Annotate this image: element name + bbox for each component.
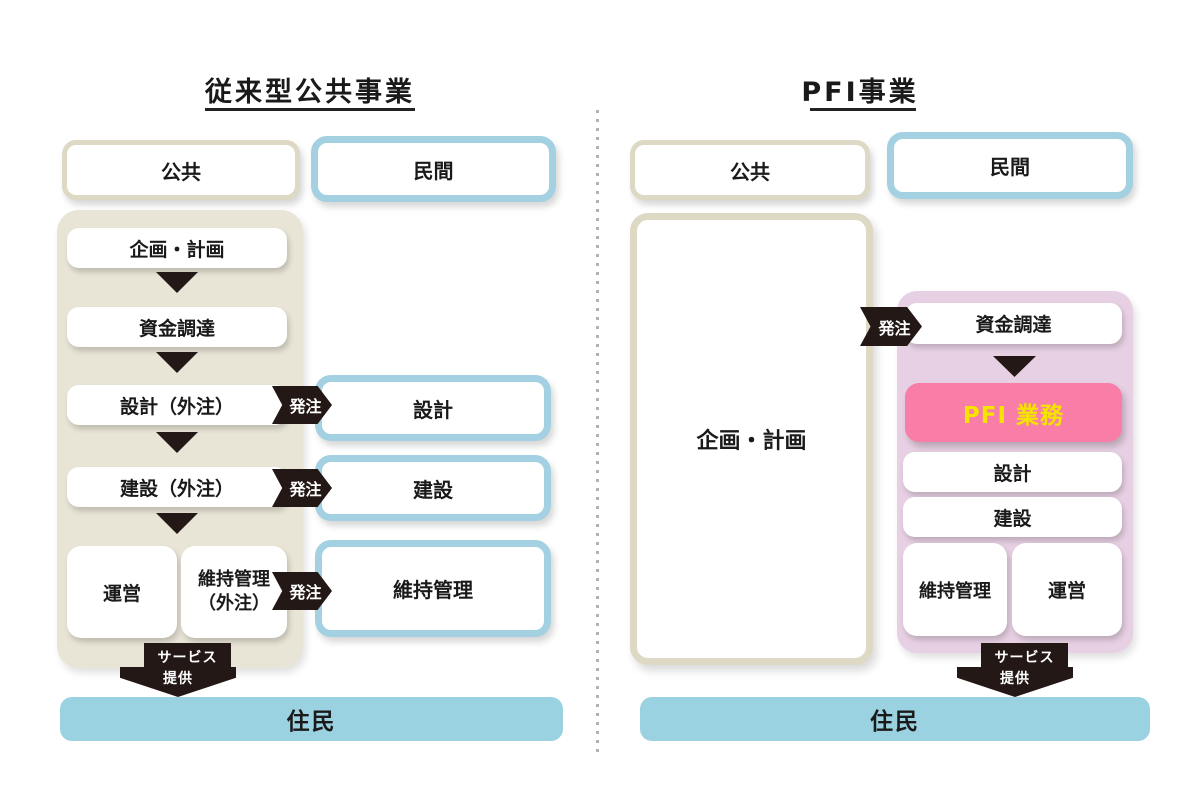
left-flow-construction: 建設（外注） (67, 467, 287, 507)
right-private-header: 民間 (887, 132, 1133, 199)
left-private-maintenance-label: 維持管理 (393, 578, 473, 602)
order-arrow-label: 発注 (878, 318, 911, 338)
service-banner: サービス (981, 643, 1068, 670)
left-private-construction-label: 建設 (413, 477, 453, 502)
right-public-header: 公共 (630, 140, 870, 200)
left-maintenance-box: 維持管理 （外注） (181, 546, 287, 638)
service-label-line1: サービス (994, 649, 1055, 666)
left-private-header: 民間 (311, 136, 556, 202)
left-residents-bar: 住民 (60, 697, 563, 741)
left-title: 従来型公共事業 (205, 77, 415, 108)
left-flow-planning: 企画・計画 (67, 228, 287, 268)
center-dotted-divider (596, 110, 599, 755)
left-title-underline (205, 108, 415, 111)
left-public-header: 公共 (62, 140, 300, 200)
right-maintenance-box: 維持管理 (903, 543, 1007, 636)
left-public-header-label: 公共 (161, 159, 201, 184)
right-public-header-label: 公共 (730, 159, 770, 184)
right-construction-label: 建設 (993, 507, 1032, 530)
left-operation-box: 運営 (67, 546, 177, 638)
right-construction-box: 建設 (903, 497, 1122, 537)
left-maintenance-label-line1: 維持管理 (198, 568, 270, 590)
order-arrow-label: 発注 (289, 583, 322, 602)
right-title: PFI事業 (801, 77, 919, 108)
left-flow-design: 設計（外注） (67, 385, 287, 425)
right-funding-label: 資金調達 (975, 314, 1052, 336)
right-design-label: 設計 (993, 462, 1032, 485)
left-flow-funding-label: 資金調達 (138, 317, 215, 340)
right-title-underline (810, 108, 916, 111)
order-arrow-label: 発注 (289, 397, 322, 416)
left-operation-label: 運営 (102, 582, 141, 605)
left-flow-construction-label: 建設（外注） (119, 477, 234, 500)
left-private-header-label: 民間 (413, 158, 454, 183)
left-residents-label: 住民 (286, 709, 337, 735)
service-provision-arrow-icon: サービス 提供 (957, 643, 1073, 697)
left-private-design-box: 設計 (315, 375, 551, 441)
service-label-line1: サービス (157, 649, 218, 666)
left-private-maintenance-box: 維持管理 (315, 540, 551, 637)
right-residents-bar: 住民 (640, 697, 1150, 741)
left-private-design-label: 設計 (413, 397, 453, 422)
right-funding-box: 資金調達 (905, 303, 1122, 344)
right-design-box: 設計 (903, 452, 1122, 492)
right-planning-box: 企画・計画 (630, 213, 873, 665)
left-private-construction-box: 建設 (315, 455, 551, 521)
service-label-line2: 提供 (163, 671, 193, 687)
left-flow-funding: 資金調達 (67, 307, 287, 347)
left-maintenance-label-line2: （外注） (198, 593, 270, 614)
right-maintenance-label: 維持管理 (919, 580, 991, 602)
right-residents-label: 住民 (870, 709, 920, 735)
service-banner: サービス (144, 643, 231, 670)
right-operation-box: 運営 (1012, 543, 1122, 636)
right-private-header-label: 民間 (990, 155, 1030, 179)
right-pfi-label: PFI 業務 (962, 402, 1065, 429)
left-flow-design-label: 設計（外注） (119, 395, 234, 418)
order-arrow-label: 発注 (289, 480, 322, 499)
right-operation-label: 運営 (1047, 580, 1086, 602)
right-planning-label: 企画・計画 (696, 429, 807, 454)
left-flow-planning-label: 企画・計画 (129, 238, 225, 261)
right-pfi-box: PFI 業務 (905, 383, 1122, 442)
service-provision-arrow-icon: サービス 提供 (120, 643, 236, 697)
service-label-line2: 提供 (1000, 671, 1030, 687)
